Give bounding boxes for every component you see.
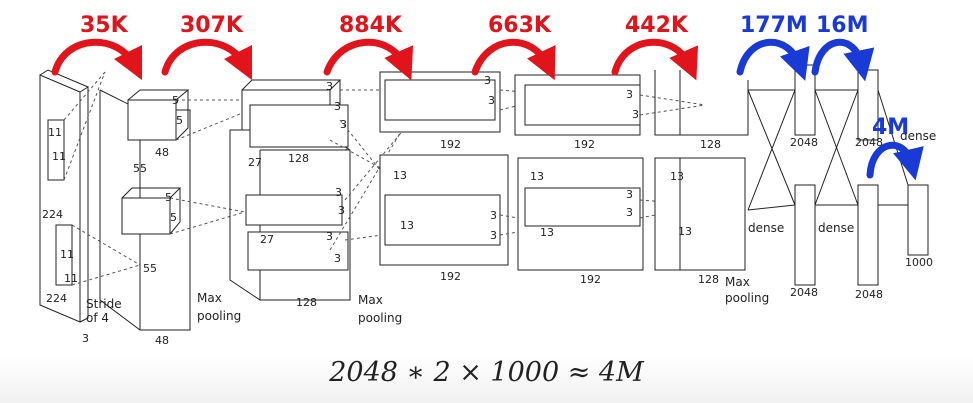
conv1-kernel-label: 5	[170, 211, 177, 224]
conv5-size-label: 13	[670, 170, 684, 183]
conv4-depth-label: 192	[580, 273, 601, 286]
input-kernel-label: 11	[60, 248, 74, 261]
formula: 2048 ∗ 2 × 1000 ≈ 4M	[329, 357, 644, 388]
dense-label: dense	[818, 221, 854, 235]
fc6-width-label: 2048	[790, 136, 818, 149]
formula-band	[0, 355, 973, 403]
conv4-kernel-label: 3	[626, 88, 633, 101]
conv2-depth-label: 128	[288, 152, 309, 165]
conv2-kernel-label: 3	[326, 80, 333, 93]
fc8-arrow-icon	[866, 141, 924, 181]
conv4-arrow-icon	[471, 38, 556, 81]
conv3-depth-label: 192	[440, 270, 461, 283]
fc6-arrow-icon	[736, 38, 810, 81]
dense-layers	[747, 64, 929, 286]
conv5-depth-label: 128	[698, 273, 719, 286]
conv4-kernel-label: 3	[626, 206, 633, 219]
conv4-kernel-label: 3	[626, 188, 633, 201]
conv5-arrow-icon	[611, 38, 699, 81]
input-depth-label: 3	[82, 332, 89, 345]
conv5-param-count: 442K	[625, 13, 689, 38]
input-size-label: 224	[42, 208, 63, 221]
conv3-kernel-label: 3	[488, 94, 495, 107]
conv2-arrow-icon	[161, 38, 253, 81]
conv3-volume	[379, 71, 561, 266]
fc6-param-count: 177M	[740, 13, 808, 38]
diagram-labels: 11 11 224 11 11 224 3 Stride of 4 5 5 48…	[42, 74, 936, 347]
conv2-kernel-label: 3	[326, 230, 333, 243]
conv3-depth-label: 192	[440, 138, 461, 151]
conv4-size-label: 13	[530, 170, 544, 183]
conv1-kernel-label: 5	[172, 94, 179, 107]
conv2-size-label: 27	[248, 156, 262, 169]
conv2-volume	[229, 79, 421, 301]
fc7-param-count: 16M	[816, 13, 869, 38]
fc8-param-count: 4M	[872, 115, 909, 140]
conv1-depth-label: 48	[155, 334, 169, 347]
conv3-kernel-label: 3	[484, 74, 491, 87]
input-kernel-label: 11	[64, 272, 78, 285]
conv4-param-count: 663K	[488, 13, 552, 38]
conv2-kernel-label: 3	[335, 186, 342, 199]
conv1-volume	[99, 89, 246, 331]
conv5-volume	[654, 70, 749, 271]
param-labels: 35K 307K 884K 663K 442K 177M 16M 4M	[80, 13, 909, 140]
max-pool-label: pooling	[197, 309, 241, 323]
conv5-size-label: 13	[678, 225, 692, 238]
stride-label: of 4	[86, 311, 109, 325]
conv2-size-label: 27	[260, 233, 274, 246]
conv2-depth-label: 128	[296, 296, 317, 309]
conv4-kernel-label: 3	[632, 108, 639, 121]
conv3-param-count: 884K	[339, 13, 403, 38]
conv5-depth-label: 128	[700, 138, 721, 151]
conv2-kernel-label: 3	[334, 100, 341, 113]
conv2-kernel-label: 3	[340, 118, 347, 131]
conv1-size-label: 55	[143, 262, 157, 275]
input-volume	[39, 69, 141, 323]
fc6-width-label: 2048	[790, 286, 818, 299]
conv1-size-label: 55	[133, 162, 147, 175]
fc7-arrow-icon	[811, 38, 875, 82]
max-pool-label: pooling	[358, 311, 402, 325]
input-kernel-label: 11	[52, 150, 66, 163]
conv1-arrow-icon	[51, 38, 143, 81]
fc7-width-label: 2048	[855, 288, 883, 301]
output-size-label: 1000	[905, 256, 933, 269]
param-arrows	[51, 38, 924, 181]
conv2-param-count: 307K	[180, 13, 244, 38]
dense-label: dense	[900, 129, 936, 143]
conv4-size-label: 13	[540, 226, 554, 239]
max-pool-label: Max	[725, 275, 750, 289]
conv4-volume	[514, 74, 706, 271]
conv4-depth-label: 192	[574, 138, 595, 151]
input-kernel-label: 11	[48, 126, 62, 139]
conv2-kernel-label: 3	[334, 252, 341, 265]
stride-label: Stride	[86, 297, 122, 311]
input-width-label: 224	[46, 292, 67, 305]
conv2-kernel-label: 3	[338, 204, 345, 217]
max-pool-label: pooling	[725, 291, 769, 305]
conv3-kernel-label: 3	[490, 229, 497, 242]
conv1-kernel-label: 5	[165, 191, 172, 204]
max-pool-label: Max	[197, 291, 222, 305]
conv1-depth-label: 48	[155, 146, 169, 159]
conv3-size-label: 13	[393, 169, 407, 182]
conv1-kernel-label: 5	[176, 114, 183, 127]
fc7-width-label: 2048	[855, 136, 883, 149]
dense-label: dense	[748, 221, 784, 235]
conv3-arrow-icon	[323, 38, 414, 81]
conv3-kernel-label: 3	[490, 209, 497, 222]
conv1-param-count: 35K	[80, 13, 129, 38]
max-pool-label: Max	[358, 293, 383, 307]
conv3-size-label: 13	[400, 219, 414, 232]
network-structure	[39, 64, 929, 331]
